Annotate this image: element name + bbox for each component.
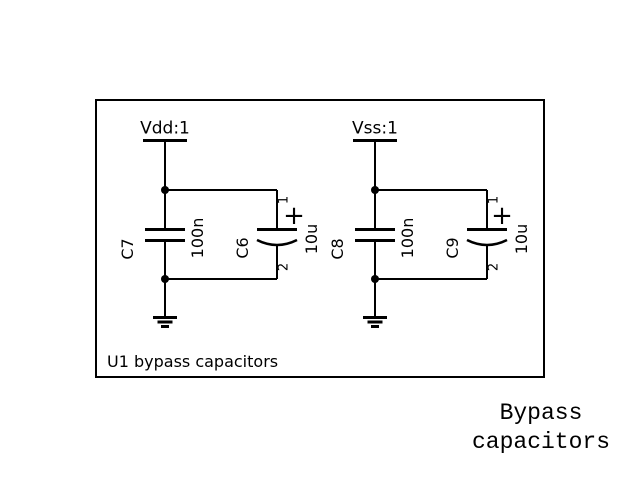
capacitor-c7-symbol: [145, 190, 185, 279]
capacitor-c6-value: 10u: [302, 223, 321, 255]
capacitor-c9-pin-2: 2: [486, 262, 502, 272]
wires-vss-group: [371, 186, 487, 283]
capacitor-c6-polarity-plus-icon: +: [283, 201, 305, 231]
ground-symbol: [363, 279, 387, 328]
net-label-vdd: Vdd:1: [140, 118, 190, 139]
capacitor-c9-value: 10u: [512, 223, 531, 255]
power-symbol-vss: [353, 139, 397, 190]
power-symbol-vdd: [143, 139, 187, 190]
capacitor-c9-ref: C9: [443, 237, 462, 259]
capacitor-c9-symbol: [466, 190, 508, 279]
sheet-title: U1 bypass capacitors: [107, 352, 279, 371]
ground-symbol: [153, 279, 177, 328]
capacitor-c7-value: 100n: [188, 217, 207, 259]
sheet-outline: [95, 99, 545, 378]
wires-vdd-group: [161, 186, 277, 283]
capacitor-c8-symbol: [355, 190, 395, 279]
capacitor-c6-pin-2: 2: [276, 262, 292, 272]
capacitor-c6-ref: C6: [233, 237, 252, 259]
caption: Bypass capacitors: [441, 399, 640, 457]
capacitor-c9-polarity-plus-icon: +: [491, 201, 513, 231]
capacitor-c6-symbol: [256, 190, 298, 279]
capacitor-c8-value: 100n: [398, 217, 417, 259]
capacitor-c7-ref: C7: [118, 238, 137, 260]
caption-line-2: capacitors: [471, 429, 611, 455]
net-label-vss: Vss:1: [352, 118, 398, 139]
caption-line-1: Bypass: [499, 400, 583, 426]
capacitor-c8-ref: C8: [328, 238, 347, 260]
